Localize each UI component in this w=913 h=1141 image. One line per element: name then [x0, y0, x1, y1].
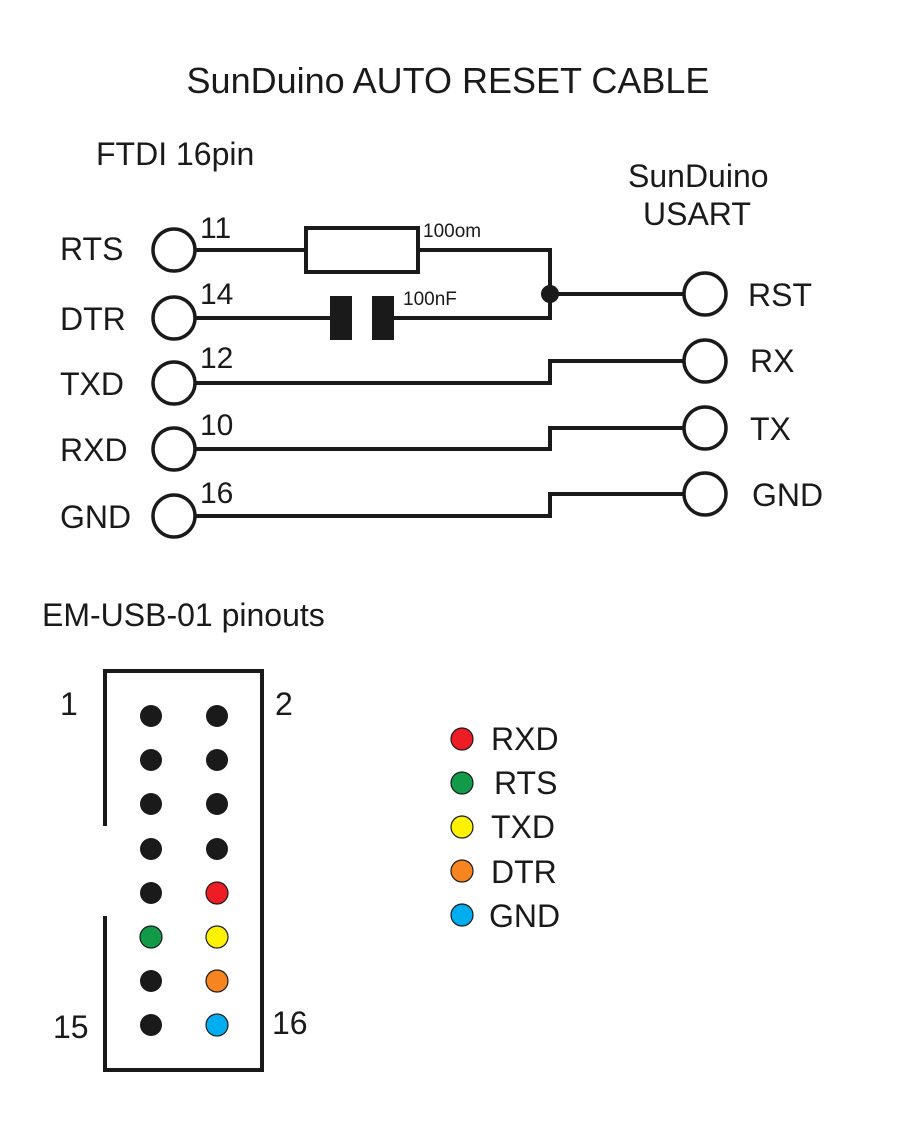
legend-gnd-label: GND: [489, 898, 560, 934]
header-pin-12: [205, 925, 229, 949]
header-pin-5: [140, 793, 162, 815]
header-pin-10: [205, 881, 229, 905]
legend-rts-label: RTS: [494, 765, 557, 801]
wires: [196, 248, 684, 518]
ftdi-pin-rxd-terminal: [151, 426, 197, 472]
sunduino-pins: RST RX TX GND: [682, 271, 823, 517]
ftdi-pin-label-dtr: DTR: [60, 301, 126, 337]
ftdi-pin-dtr-terminal: [151, 295, 197, 341]
header-pin-11: [139, 925, 163, 949]
diagram-title: SunDuino AUTO RESET CABLE: [187, 60, 710, 101]
sunduino-pin-rx-terminal: [682, 338, 728, 384]
legend-dtr-label: DTR: [491, 854, 557, 890]
header-pin-2: [206, 705, 228, 727]
sunduino-pin-label-rst: RST: [748, 277, 812, 313]
sunduino-pin-rst-terminal: [682, 271, 728, 317]
legend-gnd-swatch: [450, 903, 474, 927]
wire-gnd: [196, 492, 684, 518]
ftdi-pin-number-dtr: 14: [200, 278, 233, 311]
sunduino-pin-gnd-terminal: [682, 471, 728, 517]
wire-rts-resistor-out: [418, 248, 552, 294]
header-pin-3: [140, 749, 162, 771]
sunduino-pin-label-gnd: GND: [752, 477, 823, 513]
header-pin-4: [206, 749, 228, 771]
ftdi-pin-gnd-terminal: [151, 493, 197, 539]
capacitor: [330, 296, 394, 340]
header-pin-label-2: 2: [275, 686, 293, 722]
header-pin-6: [206, 793, 228, 815]
header-pin-1: [140, 705, 162, 727]
ftdi-pin-label-rxd: RXD: [60, 432, 128, 468]
header-pin-7: [140, 838, 162, 860]
legend-txd-label: TXD: [491, 809, 555, 845]
resistor: [304, 226, 420, 274]
sunduino-pin-tx-terminal: [682, 405, 728, 451]
ftdi-pins: RTS 11 DTR 14 TXD 12 RXD 10 GND 16: [60, 212, 233, 539]
header-pin-8: [206, 838, 228, 860]
ftdi-pin-number-rxd: 10: [200, 409, 233, 442]
header-outline: [103, 669, 264, 1072]
ftdi-pin-label-rts: RTS: [60, 231, 123, 267]
capacitor-plate-left: [330, 296, 352, 340]
ftdi-pin-rts-terminal: [151, 227, 197, 273]
ftdi-pin-label-gnd: GND: [60, 499, 131, 535]
ftdi-pin-number-gnd: 16: [200, 477, 233, 510]
legend-rxd-swatch: [450, 727, 474, 751]
ftdi-pin-txd-terminal: [151, 360, 197, 406]
wire-rxd-tx: [196, 426, 684, 451]
header-pin-label-1: 1: [60, 686, 78, 722]
capacitor-plate-right: [372, 296, 394, 340]
resistor-label: 100om: [423, 221, 481, 242]
ftdi-pin-label-txd: TXD: [60, 366, 124, 402]
junction-dot: [541, 285, 559, 303]
color-legend: RXD RTS TXD DTR GND: [450, 721, 560, 934]
capacitor-label: 100nF: [403, 289, 457, 310]
wire-txd-rx: [196, 359, 684, 385]
sunduino-heading-line2: USART: [643, 196, 751, 232]
header-pin-label-16: 16: [272, 1005, 308, 1041]
header-pin-15: [140, 1014, 162, 1036]
legend-dtr-swatch: [450, 859, 474, 883]
header-pin-16: [205, 1013, 229, 1037]
legend-rxd-label: RXD: [491, 721, 559, 757]
header-pin-label-15: 15: [53, 1009, 89, 1045]
header-pin-13: [140, 970, 162, 992]
legend-txd-swatch: [450, 815, 474, 839]
header-pin-14: [205, 969, 229, 993]
sunduino-pin-label-rx: RX: [750, 343, 794, 379]
ftdi-pin-number-txd: 12: [200, 342, 233, 375]
sunduino-pin-label-tx: TX: [750, 411, 791, 447]
header-pinout-title: EM-USB-01 pinouts: [42, 597, 325, 633]
header-pin-9: [140, 882, 162, 904]
legend-rts-swatch: [450, 771, 474, 795]
header-pins: [139, 705, 229, 1037]
sunduino-heading-line1: SunDuino: [628, 158, 769, 194]
ftdi-pin-number-rts: 11: [200, 212, 231, 245]
ftdi-heading: FTDI 16pin: [96, 136, 254, 172]
